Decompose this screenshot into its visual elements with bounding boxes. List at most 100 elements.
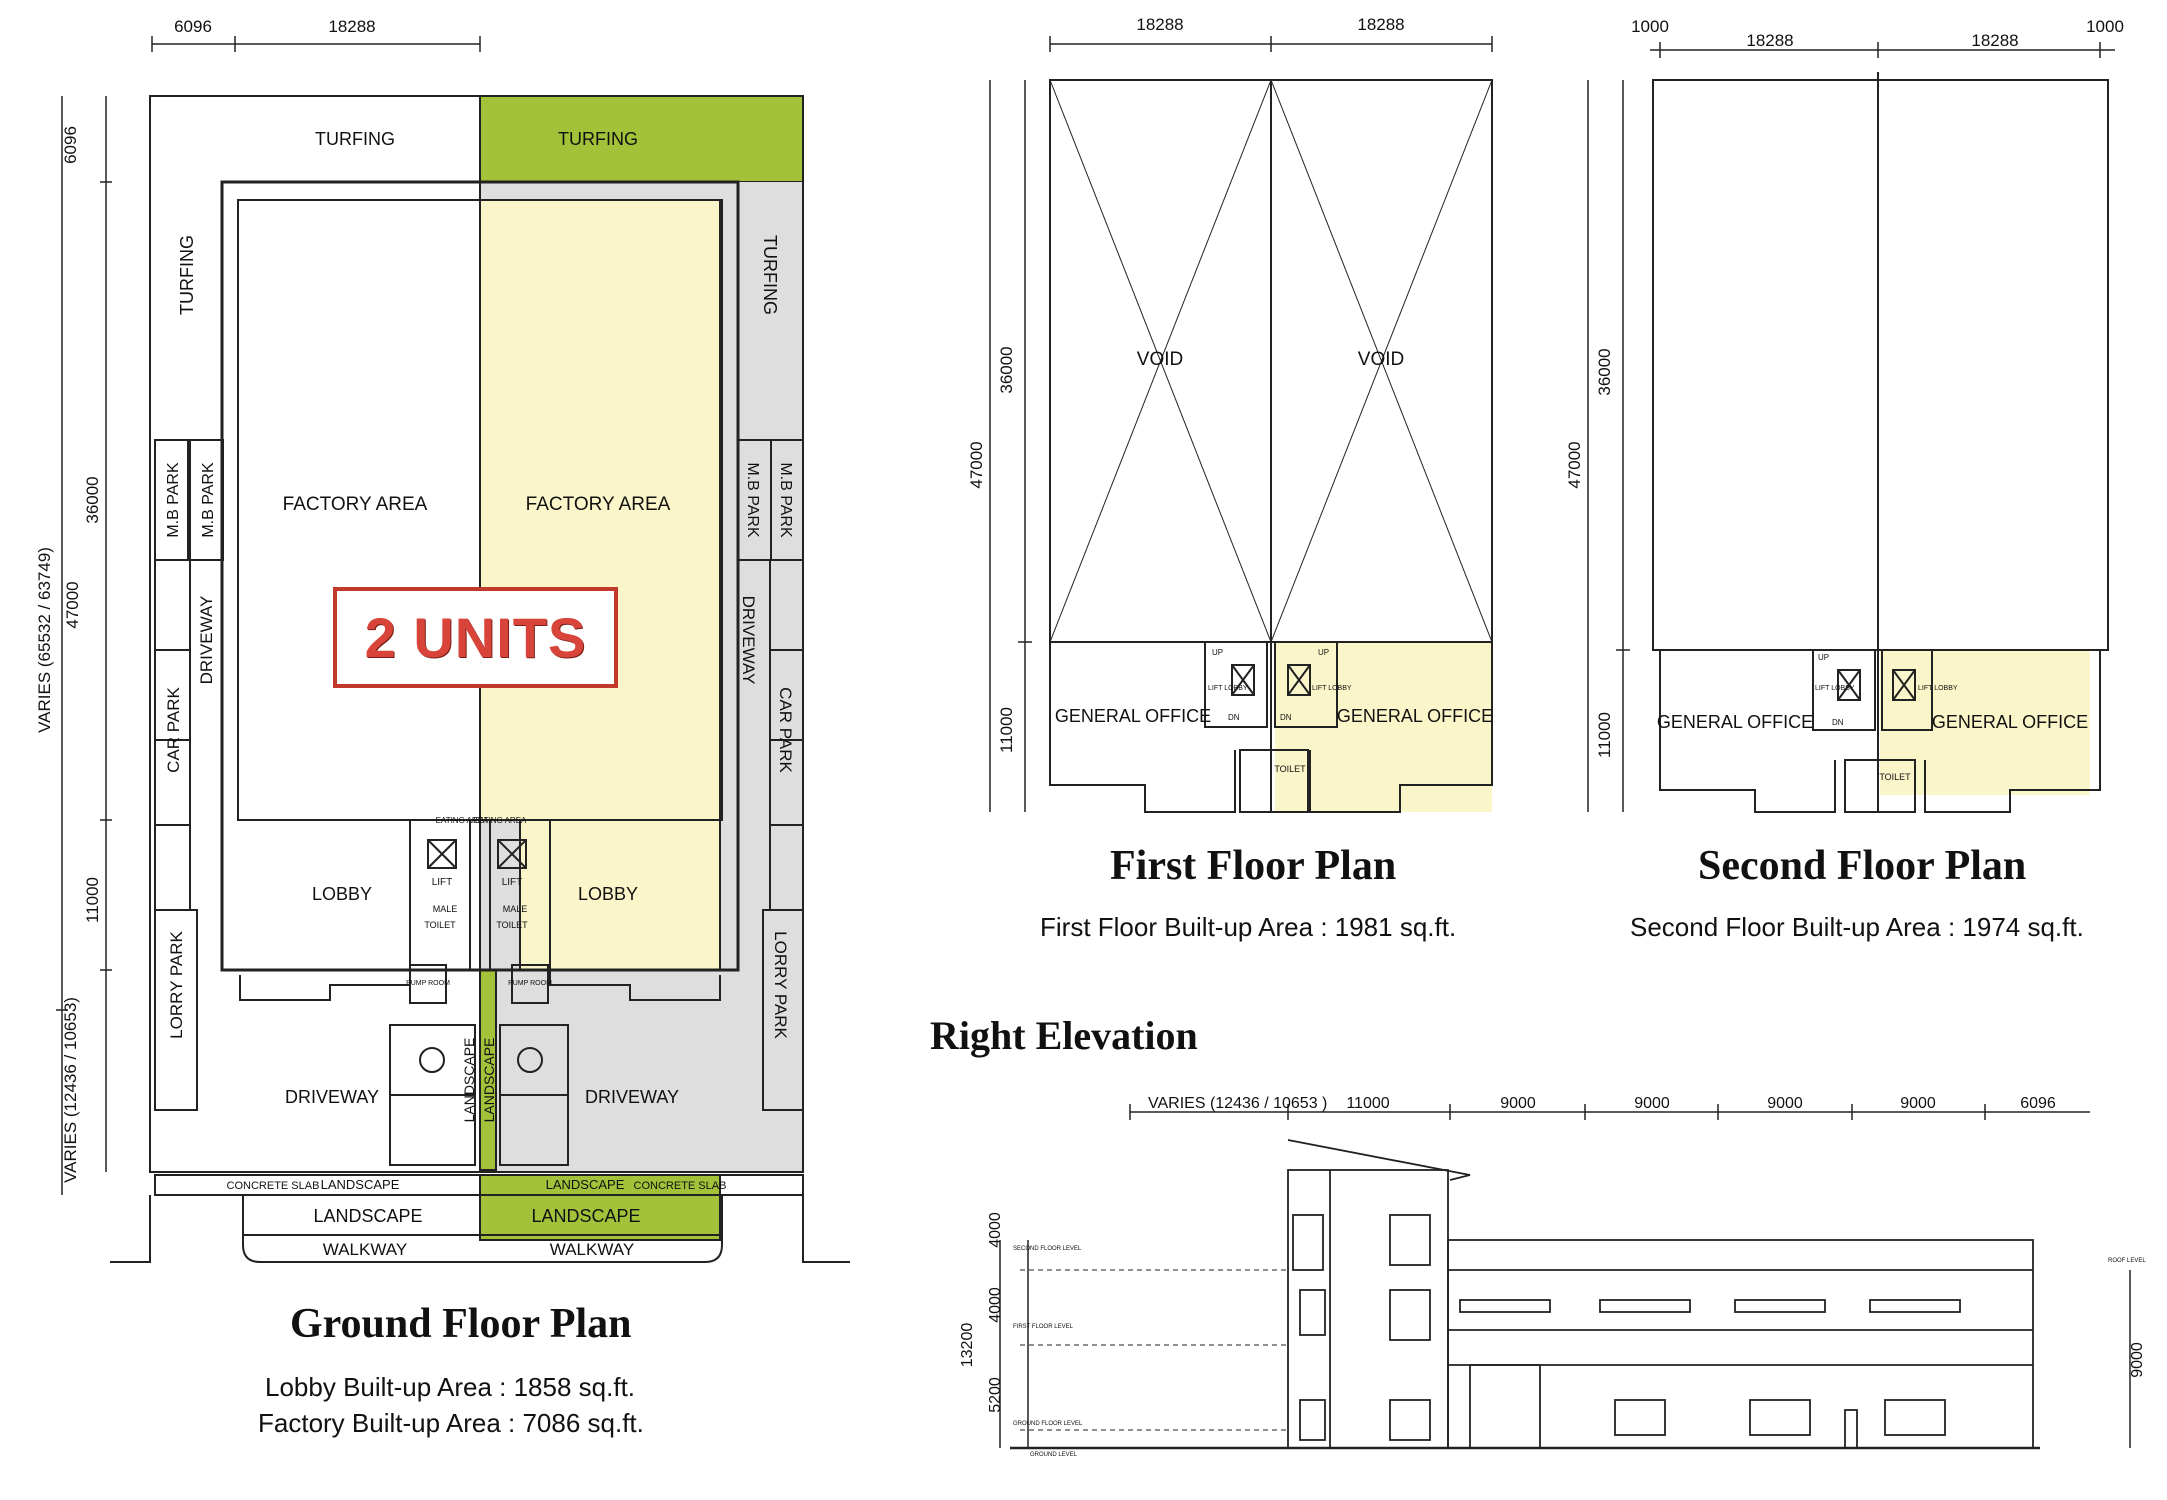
lorry-park-left: LORRY PARK	[167, 930, 186, 1038]
mb-park-2: M.B PARK	[200, 462, 217, 538]
ff-dim-36000: 36000	[997, 346, 1016, 393]
re-window-5	[1299, 1399, 1326, 1441]
re-window-9	[1884, 1399, 1946, 1436]
landscape-small-right: LANDSCAPE	[546, 1177, 625, 1192]
driveway-bottom-right: DRIVEWAY	[585, 1087, 679, 1107]
re-vent-3	[1734, 1299, 1826, 1313]
sf-dim-right-edge: 1000	[2086, 17, 2124, 36]
re-h-9000: 9000	[2129, 1342, 2146, 1378]
eating-area-right: EATING AREA	[474, 816, 527, 825]
ground-floor-text: 6096 18288 6096 36000 47000 11000 VARIES…	[35, 17, 795, 1259]
driveway-right: DRIVEWAY	[739, 596, 758, 685]
right-elevation	[999, 1104, 2131, 1450]
landscape-small-left: LANDSCAPE	[321, 1177, 400, 1192]
sf-office-left: GENERAL OFFICE	[1657, 712, 1813, 732]
mb-park-3: M.B PARK	[744, 462, 761, 538]
re-window-6	[1389, 1399, 1431, 1441]
ff-lift-lobby-right: LIFT LOBBY	[1312, 685, 1352, 692]
pump-room-left	[409, 964, 447, 1004]
toilet-right: TOILET	[496, 920, 528, 930]
re-window-3	[1389, 1214, 1431, 1266]
sf-lift-lobby-left: LIFT LOBBY	[1815, 685, 1855, 692]
ff-dn-left: DN	[1228, 713, 1240, 722]
landscape-right: LANDSCAPE	[531, 1206, 640, 1226]
gf-dim-varies-bottom: VARIES (12436 / 10653)	[61, 997, 80, 1183]
wheelchair-icon-right	[517, 1047, 543, 1073]
ff-dim-left: 18288	[1136, 15, 1183, 34]
factory-right-fill	[479, 199, 721, 821]
right-elevation-title: Right Elevation	[930, 1013, 1198, 1058]
re-level-first: FIRST FLOOR LEVEL	[1013, 1324, 1074, 1330]
pump-room-right-label: PUMP ROOM	[508, 980, 552, 987]
re-office-block	[1287, 1169, 1449, 1449]
male-right: MALE	[503, 904, 528, 914]
male-left: MALE	[433, 904, 458, 914]
walkway-outline	[242, 1195, 723, 1263]
road-curve-left	[110, 1195, 151, 1263]
re-window-2	[1299, 1289, 1326, 1336]
sf-core-right	[1881, 649, 1933, 731]
re-dim-11000: 11000	[1346, 1095, 1389, 1112]
first-floor-text: 18288 18288 36000 47000 11000 VOID VOID …	[967, 15, 1493, 774]
re-dim-9000-2: 9000	[1634, 1095, 1670, 1112]
core-right	[489, 819, 551, 971]
landscape-bottom-green	[479, 1174, 721, 1241]
re-h-5200: 5200	[987, 1377, 1004, 1413]
turfing-right: TURFING	[760, 235, 780, 315]
two-units-text: 2 UNITS	[364, 606, 587, 669]
first-floor-plan	[989, 36, 1493, 813]
walkway-left: WALKWAY	[323, 1240, 407, 1259]
re-roller-shutter	[1469, 1364, 1541, 1449]
lobby-right: LOBBY	[578, 884, 638, 904]
sf-dim-47000: 47000	[1565, 441, 1584, 488]
gf-dim-11000: 11000	[83, 877, 102, 923]
sf-office-right-outline	[1924, 650, 2101, 813]
re-roof-canopy	[1287, 1139, 1471, 1181]
second-floor-title: Second Floor Plan	[1698, 843, 2027, 889]
lobby-right-fill	[519, 819, 721, 971]
re-dim-varies: VARIES (12436 / 10653 )	[1148, 1095, 1327, 1112]
sf-dim-36000: 36000	[1595, 348, 1614, 395]
road-curve-right	[802, 1195, 850, 1263]
ground-floor-lobby-area: Lobby Built-up Area : 1858 sq.ft.	[265, 1372, 636, 1402]
re-dim-9000-4: 9000	[1900, 1095, 1936, 1112]
sf-office-left-outline	[1659, 650, 1836, 813]
turf-zone-right	[479, 95, 804, 183]
turfing-top-left: TURFING	[315, 129, 395, 149]
lorry-park-right-box	[762, 909, 804, 1111]
first-floor-title: First Floor Plan	[1110, 843, 1397, 889]
re-dim-9000-1: 9000	[1500, 1095, 1536, 1112]
turfing-top-right: TURFING	[558, 129, 638, 149]
re-window-4	[1389, 1289, 1431, 1341]
second-floor-plan	[1587, 42, 2115, 813]
ff-dim-right: 18288	[1357, 15, 1404, 34]
landscape-v1: LANDSCAPE	[461, 1038, 477, 1123]
front-step-left	[239, 970, 411, 1001]
second-floor-text: 1000 18288 18288 1000 36000 47000 11000 …	[1565, 17, 2124, 782]
lift-left: LIFT	[432, 877, 453, 888]
core-left	[409, 819, 471, 971]
sf-dim-left-edge: 1000	[1631, 17, 1669, 36]
re-level-roof: ROOF LEVEL	[2108, 1258, 2146, 1264]
re-h-4000-top: 4000	[987, 1212, 1004, 1248]
front-step-right	[549, 970, 721, 1001]
driveway-bottom-left: DRIVEWAY	[285, 1087, 379, 1107]
re-level-second: SECOND FLOOR LEVEL	[1013, 1246, 1082, 1252]
mb-park-1: M.B PARK	[165, 462, 182, 538]
driveway-left: DRIVEWAY	[197, 596, 216, 685]
re-vent-4	[1869, 1299, 1961, 1313]
gf-dim-36000: 36000	[83, 476, 102, 523]
sf-dim-left: 18288	[1746, 31, 1793, 50]
ground-floor-factory-area: Factory Built-up Area : 7086 sq.ft.	[258, 1408, 644, 1438]
factory-area-right: FACTORY AREA	[526, 494, 671, 515]
re-window-7	[1614, 1399, 1666, 1436]
car-park-left: CAR PARK	[164, 687, 183, 773]
ff-office-left-outline	[1049, 642, 1236, 813]
sf-dim-11000: 11000	[1595, 712, 1614, 758]
ff-office-right-outline	[1309, 642, 1493, 813]
second-floor-area: Second Floor Built-up Area : 1974 sq.ft.	[1630, 912, 2084, 942]
mb-park-4: M.B PARK	[777, 462, 794, 538]
lorry-park-left-box	[154, 909, 198, 1111]
building-outline	[220, 180, 740, 972]
